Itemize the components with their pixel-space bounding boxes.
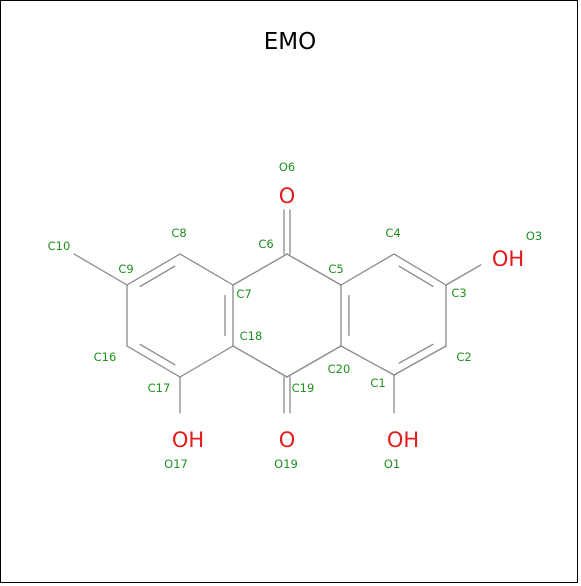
- bond-c4-c5: [340, 253, 395, 286]
- bond-c6-c7: [232, 253, 288, 286]
- diagram-title: EMO: [264, 29, 316, 55]
- bond-c9-c10: [73, 253, 128, 286]
- double-bond-inner-c16-c17: [139, 343, 176, 366]
- heteroatom-o6: O: [279, 184, 296, 208]
- double-bond-inner-c8-c9: [139, 265, 176, 288]
- bond-c3-c4: [393, 253, 447, 286]
- atom-label-o6: O6: [279, 160, 295, 174]
- bond-c5-c6: [286, 253, 342, 286]
- atom-label-c2: C2: [456, 350, 471, 364]
- heteroatom-o17: OH: [172, 428, 204, 452]
- atom-label-o17: O17: [164, 457, 188, 471]
- atom-label-c4: C4: [385, 226, 400, 240]
- bond-c19-c20: [286, 345, 342, 378]
- double-bond-inner-c1-c2: [398, 343, 434, 364]
- heteroatom-layer: O OH OH O OH: [172, 184, 524, 452]
- atom-label-c20: C20: [328, 362, 351, 376]
- atom-label-c18: C18: [240, 329, 263, 343]
- bond-c1-c2: [393, 345, 447, 376]
- atom-label-o19: O19: [274, 457, 298, 471]
- atom-label-c3: C3: [451, 286, 466, 300]
- bond-c20-c1: [340, 345, 395, 376]
- atom-label-c19: C19: [292, 381, 315, 395]
- atom-label-c8: C8: [171, 226, 186, 240]
- bond-c7-c8: [179, 253, 234, 286]
- atom-label-c16: C16: [94, 350, 117, 364]
- atom-label-c1: C1: [370, 376, 385, 390]
- heteroatom-o1: OH: [387, 428, 419, 452]
- atom-label-c5: C5: [328, 262, 343, 276]
- bond-c18-c19: [232, 345, 288, 378]
- atom-label-c6: C6: [258, 237, 273, 251]
- bond-c3-o3: [445, 264, 482, 286]
- atom-label-o1: O1: [384, 457, 400, 471]
- bond-layer: [73, 209, 482, 414]
- double-bond-inner-c3-c4: [398, 265, 434, 288]
- atom-label-c10: C10: [48, 239, 71, 253]
- atom-label-c7: C7: [236, 287, 251, 301]
- heteroatom-o3: OH: [492, 247, 524, 271]
- bond-c8-c9: [126, 253, 181, 286]
- atom-label-c9: C9: [118, 262, 133, 276]
- heteroatom-o19: O: [279, 428, 296, 452]
- atom-label-o3: O3: [526, 229, 542, 243]
- atom-label-c17: C17: [148, 381, 171, 395]
- bond-c17-c18: [179, 345, 234, 378]
- bond-c16-c17: [126, 345, 181, 378]
